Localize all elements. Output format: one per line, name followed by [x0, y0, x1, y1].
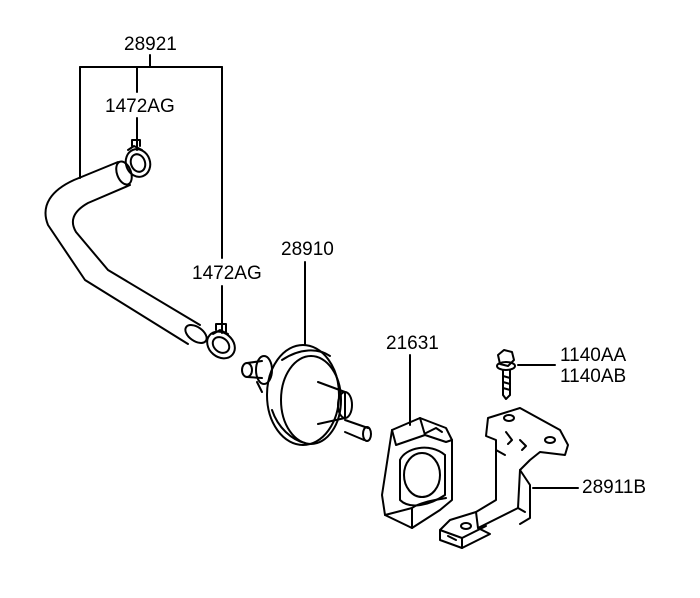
label-hose-assembly: 28921 [124, 34, 177, 55]
label-clamp-lower: 1472AG [192, 263, 262, 284]
label-bolt-b: 1140AB [560, 366, 627, 387]
label-valve-holder: 21631 [386, 333, 439, 354]
label-bracket: 28911B [582, 477, 647, 498]
upper-clamp [124, 139, 152, 178]
hose [44, 160, 208, 345]
label-bolt-a: 1140AA [560, 345, 627, 366]
lower-clamp [206, 323, 236, 360]
valve [241, 344, 372, 446]
bracket [439, 407, 569, 549]
bolt [496, 349, 516, 400]
valve-holder [381, 417, 453, 529]
leader-lines [79, 54, 579, 489]
label-valve: 28910 [281, 239, 334, 260]
label-clamp-upper: 1472AG [105, 96, 175, 117]
